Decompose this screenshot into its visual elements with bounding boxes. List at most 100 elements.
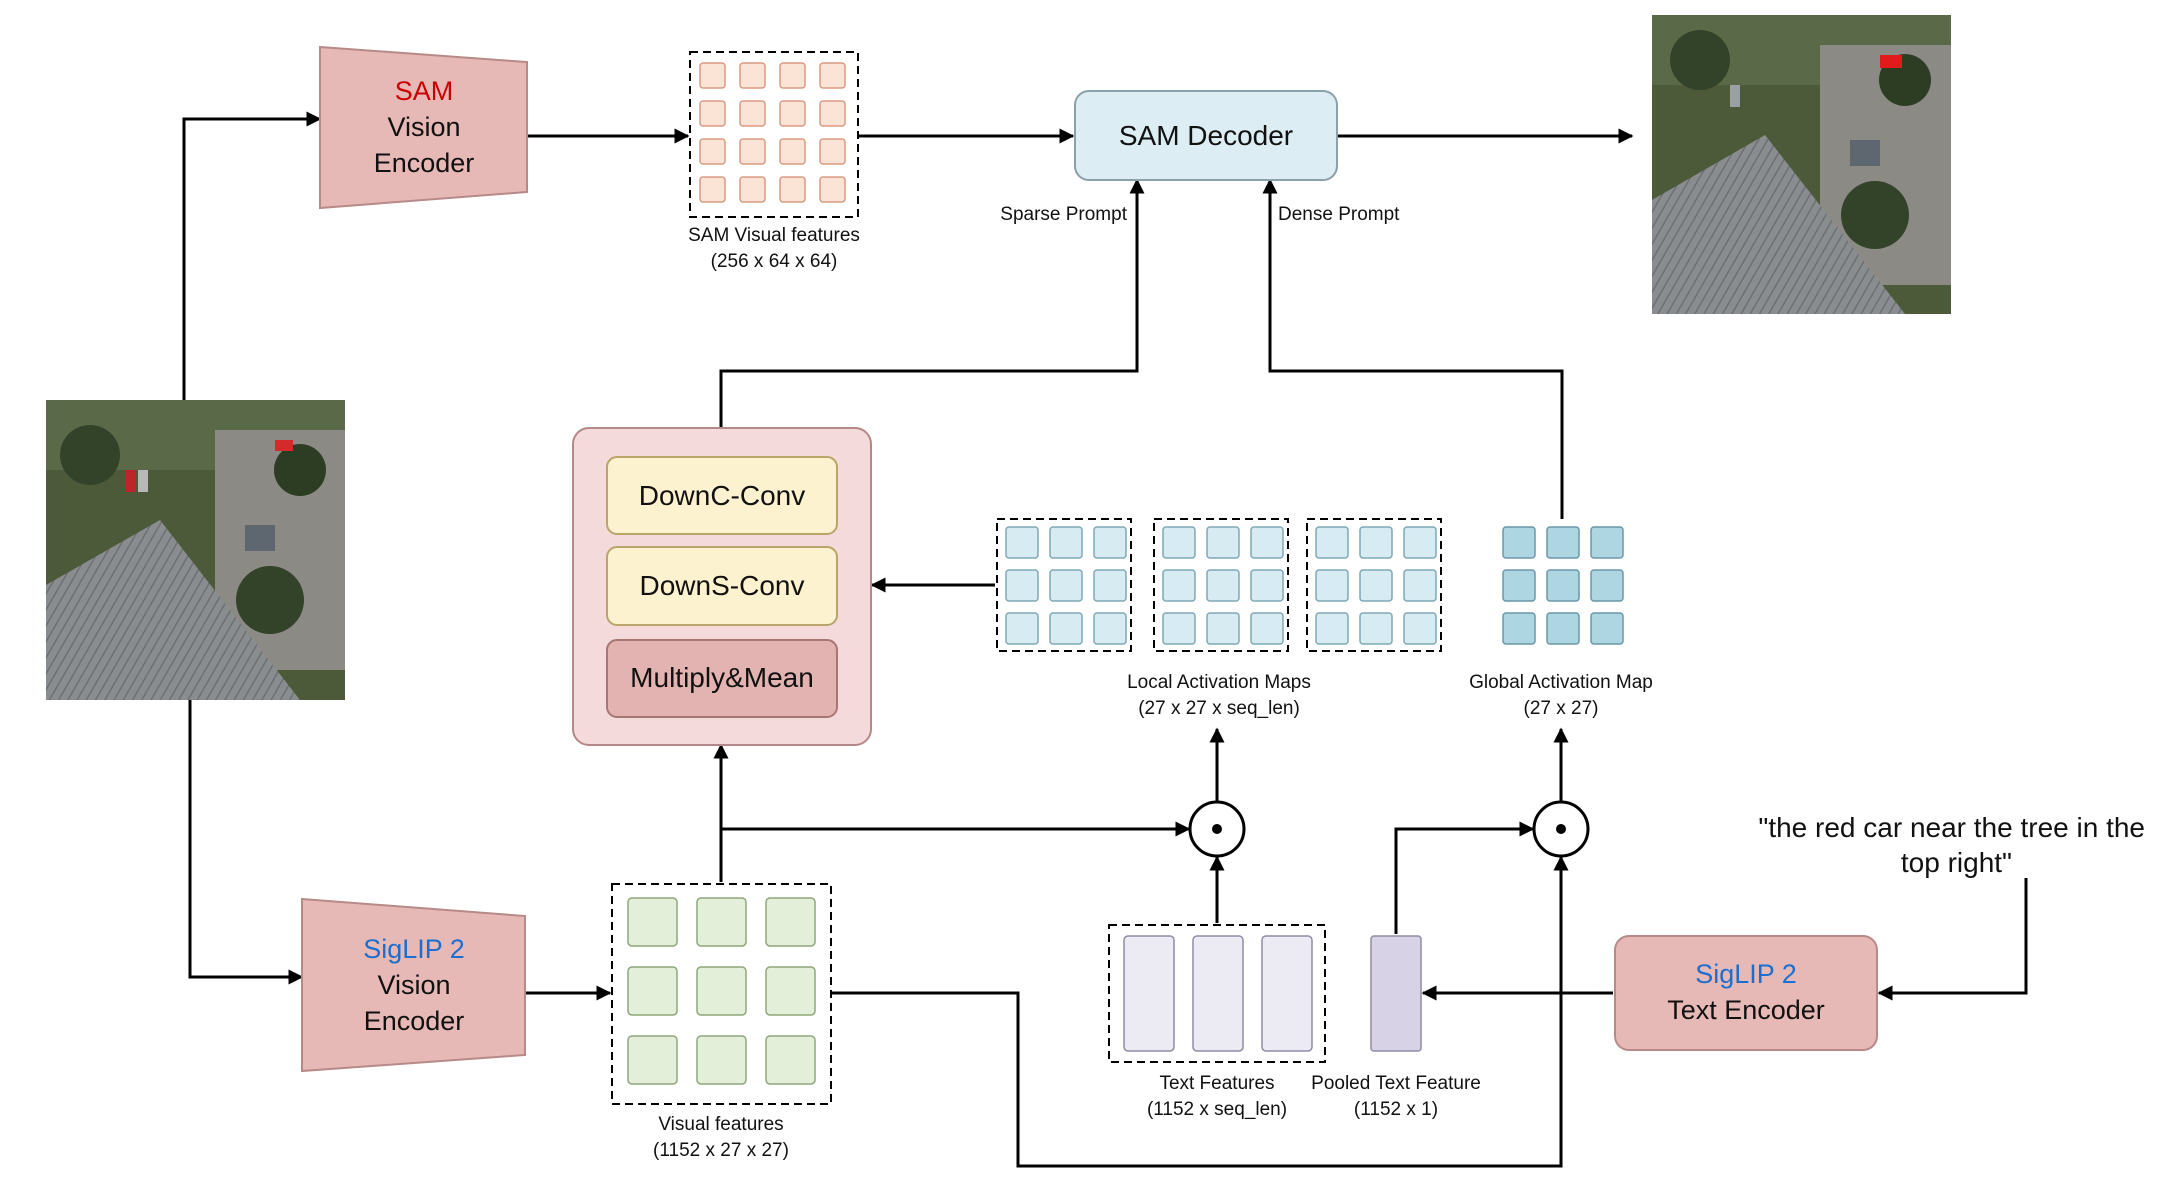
global-map-dims: (27 x 27) <box>1524 698 1599 719</box>
visual-feature-cell <box>765 966 816 1016</box>
local-map-grids <box>1005 526 1437 645</box>
local-activation-cell <box>1049 569 1083 602</box>
global-activation-cell <box>1502 526 1536 559</box>
sam-feature-cell <box>819 100 846 127</box>
global-activation-cell <box>1590 526 1624 559</box>
local-activation-cell <box>1206 612 1240 645</box>
local-activation-cell <box>1049 526 1083 559</box>
local-activation-cell <box>1359 612 1393 645</box>
text-query: "the red car near the tree in the top ri… <box>1758 812 2145 878</box>
local-activation-cell <box>1005 569 1039 602</box>
pooled-feature-dims: (1152 x 1) <box>1354 1099 1438 1120</box>
visual-features-label: Visual features <box>658 1114 783 1135</box>
text-features-label: Text Features <box>1159 1073 1274 1094</box>
global-map-label: Global Activation Map <box>1469 672 1653 693</box>
siglip-text-name: SigLIP 2 <box>1695 959 1797 989</box>
local-activation-cell <box>1093 612 1127 645</box>
local-activation-cell <box>1093 569 1127 602</box>
visual-feature-cell <box>696 897 747 947</box>
sam-feature-cell <box>779 138 806 165</box>
siglip-text-encoder: SigLIP 2 Text Encoder <box>1614 935 1878 1051</box>
sparse-prompt-label: Sparse Prompt <box>1000 204 1127 225</box>
input-aerial-image <box>46 400 345 700</box>
local-activation-maps: Local Activation Maps (27 x 27 x seq_len… <box>996 518 1442 719</box>
pooled-text-feature: Pooled Text Feature (1152 x 1) <box>1311 935 1481 1120</box>
siglip-vision-name: SigLIP 2 <box>363 934 465 964</box>
local-activation-cell <box>1162 569 1196 602</box>
global-activation-cell <box>1590 569 1624 602</box>
siglip-vision-line2: Vision <box>377 970 450 1000</box>
sam-feature-cell <box>819 176 846 203</box>
siglip-vision-encoder: SigLIP 2 Vision Encoder <box>301 897 526 1073</box>
sam-feature-cell <box>779 100 806 127</box>
sam-decoder: SAM Decoder Sparse Prompt Dense Prompt <box>1000 90 1400 225</box>
local-activation-cell <box>1206 526 1240 559</box>
sam-features-label: SAM Visual features <box>688 225 860 246</box>
global-dot-operator <box>1532 800 1590 858</box>
sam-encoder-line3: Encoder <box>374 148 475 178</box>
sam-features-dims: (256 x 64 x 64) <box>711 251 838 272</box>
dense-prompt-label: Dense Prompt <box>1278 204 1400 225</box>
visual-feature-cell <box>696 1035 747 1085</box>
visual-feature-cell <box>765 1035 816 1085</box>
siglip-vision-line3: Encoder <box>364 1006 465 1036</box>
visual-feature-cell <box>627 897 678 947</box>
sam-feature-cell <box>739 62 766 89</box>
local-activation-cell <box>1315 526 1349 559</box>
sam-decoder-label: SAM Decoder <box>1119 120 1293 151</box>
text-features-dims: (1152 x seq_len) <box>1147 1099 1287 1120</box>
local-activation-cell <box>1250 526 1284 559</box>
local-activation-cell <box>1250 569 1284 602</box>
prompt-generator-module: DownC-Conv DownS-Conv Multiply&Mean <box>572 427 872 746</box>
downc-conv-block <box>606 456 838 535</box>
local-activation-cell <box>1162 526 1196 559</box>
global-activation-cell <box>1502 569 1536 602</box>
sam-visual-features: SAM Visual features (256 x 64 x 64) <box>688 51 860 272</box>
local-activation-cell <box>1162 612 1196 645</box>
local-activation-cell <box>1403 612 1437 645</box>
global-activation-cell <box>1502 612 1536 645</box>
sam-feature-cell <box>699 100 726 127</box>
sam-feature-grid <box>699 62 846 203</box>
query-line2: top right" <box>1901 847 2012 878</box>
local-activation-cell <box>1250 612 1284 645</box>
visual-features-dims: (1152 x 27 x 27) <box>653 1140 789 1161</box>
siglip-text-line2: Text Encoder <box>1667 995 1825 1025</box>
downs-conv-block <box>606 546 838 626</box>
visual-feature-grid <box>627 897 816 1085</box>
text-features: Text Features (1152 x seq_len) <box>1108 924 1326 1120</box>
global-activation-cell <box>1546 569 1580 602</box>
global-activation-cell <box>1546 612 1580 645</box>
sam-feature-cell <box>779 62 806 89</box>
local-activation-cell <box>1403 569 1437 602</box>
local-activation-cell <box>1403 526 1437 559</box>
sam-feature-cell <box>739 176 766 203</box>
multiply-mean-label: Multiply&Mean <box>630 662 814 693</box>
local-activation-cell <box>1315 569 1349 602</box>
local-activation-cell <box>1359 569 1393 602</box>
local-activation-cell <box>1005 612 1039 645</box>
sam-feature-cell <box>699 176 726 203</box>
downs-conv-label: DownS-Conv <box>640 570 805 601</box>
connections <box>182 111 2028 1168</box>
visual-feature-cell <box>627 966 678 1016</box>
sam-encoder-name: SAM <box>395 76 454 106</box>
sam-feature-cell <box>819 138 846 165</box>
sam-feature-cell <box>699 62 726 89</box>
pooled-feature-label: Pooled Text Feature <box>1311 1073 1481 1094</box>
visual-features: Visual features (1152 x 27 x 27) <box>611 883 832 1161</box>
sam-encoder-line2: Vision <box>387 112 460 142</box>
output-aerial-image <box>1652 15 1951 314</box>
local-dot-operator <box>1188 800 1246 858</box>
local-activation-cell <box>1315 612 1349 645</box>
local-activation-cell <box>1206 569 1240 602</box>
local-activation-cell <box>1093 526 1127 559</box>
sam-feature-cell <box>699 138 726 165</box>
visual-feature-cell <box>627 1035 678 1085</box>
sam-feature-cell <box>739 138 766 165</box>
global-map-grid <box>1502 526 1624 645</box>
sam-feature-cell <box>819 62 846 89</box>
visual-feature-cell <box>696 966 747 1016</box>
local-maps-dims: (27 x 27 x seq_len) <box>1138 698 1300 719</box>
